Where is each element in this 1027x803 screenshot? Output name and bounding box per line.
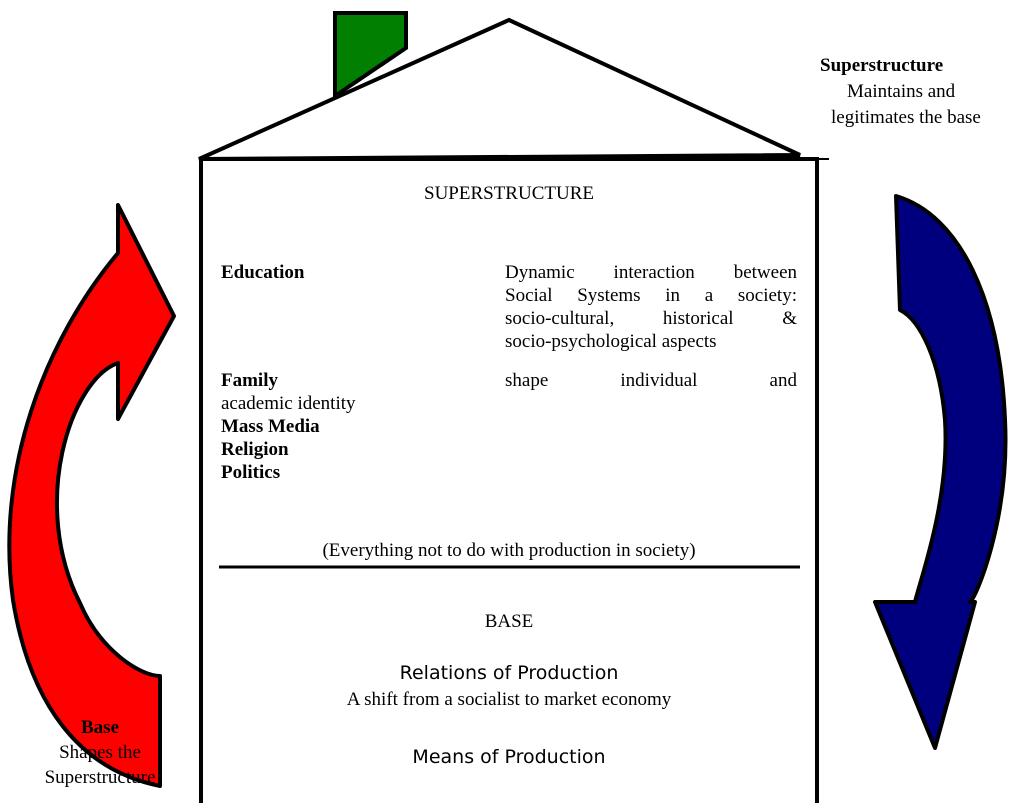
institution-education: Education [221,262,305,283]
academic-identity-text: academic identity [221,393,356,414]
roof [198,17,801,161]
institution-mass-media: Mass Media [221,416,320,437]
left-arrow [7,203,176,788]
superstructure-note-line1: Maintains and [847,81,956,102]
interaction-line-2: Social Systems in a society: [505,285,797,306]
base-note-title: Base [81,717,119,738]
superstructure-heading: SUPERSTRUCTURE [424,183,594,204]
superstructure-note-line2: legitimates the base [831,107,981,128]
relations-subtitle: A shift from a socialist to market econo… [346,689,672,710]
interaction-line-5: shape individual and [505,370,797,391]
house-body [199,157,819,803]
base-heading: BASE [484,611,534,632]
institution-politics: Politics [221,462,281,483]
institution-religion: Religion [221,439,289,460]
means-title: Means of Production [412,746,606,768]
interaction-line-1: Dynamic interaction between [505,262,797,283]
superstructure-footnote: (Everything not to do with production in… [322,540,696,561]
interaction-line-3: socio-cultural, historical & [505,308,797,329]
right-arrow [873,194,1008,750]
interaction-line-4: socio-psychological aspects [505,331,717,352]
institution-family: Family [221,370,278,391]
base-note-line1: Shapes the [59,742,141,763]
superstructure-note-title: Superstructure [820,55,944,76]
chimney [333,11,408,100]
relations-title: Relations of Production [399,662,619,684]
base-note-line2: Superstructure [44,767,156,788]
